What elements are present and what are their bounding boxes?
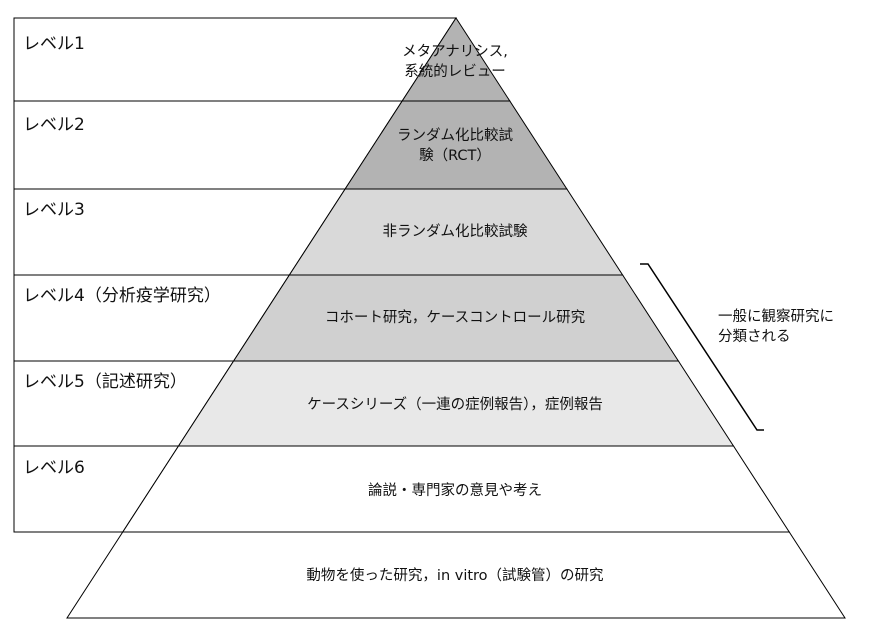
level-5-label: レベル5（記述研究）	[23, 372, 187, 392]
bracket-note-line-2: 分類される	[718, 329, 791, 345]
tier-5-line-1: ケースシリーズ（一連の症例報告），症例報告	[307, 397, 603, 413]
level-3-label: レベル3	[23, 200, 85, 220]
tier-6-line-1: 論説・専門家の意見や考え	[368, 483, 542, 499]
level-1-label: レベル1	[23, 34, 85, 54]
tier-4-line-1: コホート研究，ケースコントロール研究	[324, 310, 586, 326]
tier-5-text: ケースシリーズ（一連の症例報告），症例報告	[235, 395, 675, 415]
bracket-note: 一般に観察研究に 分類される	[718, 307, 834, 347]
tier-4-text: コホート研究，ケースコントロール研究	[255, 308, 655, 328]
tier-1-line-2: 系統的レビュー	[404, 64, 506, 80]
tier-3-line-1: 非ランダム化比較試験	[382, 224, 528, 240]
bracket-line	[640, 263, 764, 431]
tier-1-text: メタアナリシス, 系統的レビュー	[380, 42, 530, 82]
tier-3-text: 非ランダム化比較試験	[305, 222, 605, 242]
level-2-label: レベル2	[23, 115, 85, 135]
tier-2-line-1: ランダム化比較試	[397, 128, 513, 144]
level-4-label: レベル4（分析疫学研究）	[23, 286, 221, 306]
tier-6-text: 論説・専門家の意見や考え	[255, 481, 655, 501]
tier-2-text: ランダム化比較試 験（RCT）	[375, 126, 535, 166]
base-tier-text: 動物を使った研究，in vitro（試験管）の研究	[205, 566, 705, 586]
tier-1-line-1: メタアナリシス,	[402, 44, 508, 60]
pyramid-base-tier	[66, 531, 846, 619]
bracket-note-line-1: 一般に観察研究に	[718, 309, 834, 325]
tier-2-line-2: 験（RCT）	[419, 148, 491, 164]
level-6-label: レベル6	[23, 458, 85, 478]
base-tier-line-1: 動物を使った研究，in vitro（試験管）の研究	[306, 568, 604, 584]
